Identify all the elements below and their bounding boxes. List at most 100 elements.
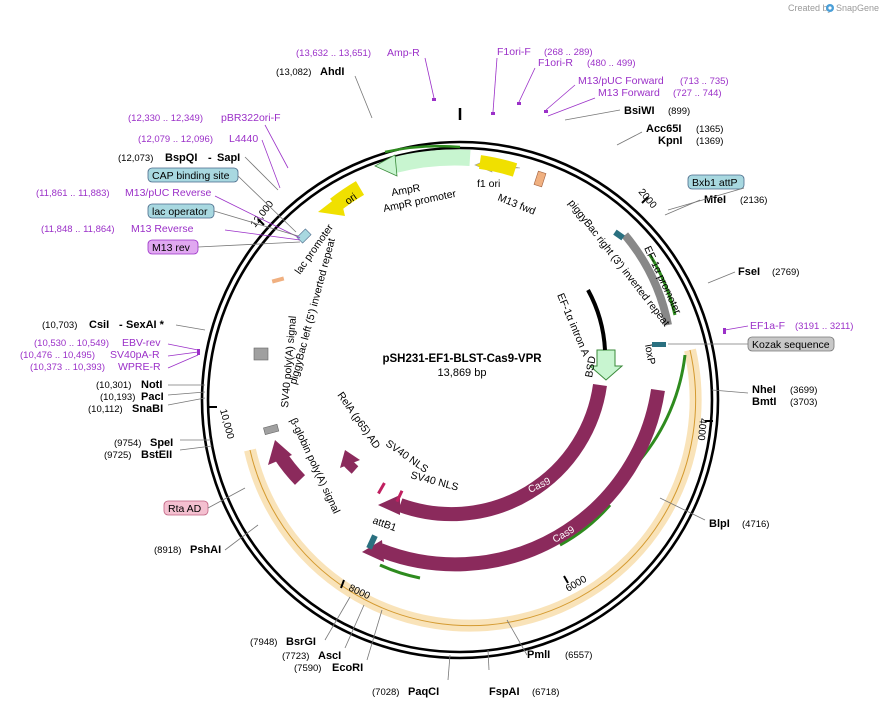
primer-pbr322: pBR322ori-F — [221, 112, 281, 124]
m13-fwd-marker — [533, 170, 547, 188]
backbone-outer-ring — [200, 140, 720, 660]
rta-ad-band — [244, 348, 702, 632]
sv40-nls-label-b: SV40 NLS — [409, 469, 459, 493]
site-pmli: PmlI — [527, 649, 550, 661]
f1-ori-arc — [478, 155, 518, 177]
primer-pos-wpre: (10,373 .. 10,393) — [30, 362, 105, 373]
site-fspai: FspAI — [489, 686, 520, 698]
site-bmti: BmtI — [752, 396, 776, 408]
site-ahdi: AhdI — [320, 66, 344, 78]
site-pos-paci: (10,193) — [100, 392, 135, 403]
site-pos-paqci: (7028) — [372, 687, 399, 698]
primer-leaders — [167, 57, 749, 369]
f1-ori-label: f1 ori — [477, 178, 500, 190]
site-bsiwi: BsiWI — [624, 105, 655, 117]
ampr-arrow-body — [393, 149, 471, 173]
bsd-label: BSD — [583, 355, 599, 379]
primer-pos-ampr: (13,632 .. 13,651) — [296, 48, 371, 59]
site-fsei: FseI — [738, 266, 760, 278]
plasmid-size: 13,869 bp — [438, 367, 487, 379]
primer-pos-m13puc-rev: (11,861 .. 11,883) — [36, 188, 110, 199]
lac-promoter-marker — [296, 228, 312, 244]
primer-ampr: Amp-R — [387, 47, 420, 59]
snapgene-brand: SnapGene — [836, 3, 879, 13]
rela-label: RelA (p65) AD — [335, 390, 383, 452]
site-noti: NotI — [141, 379, 162, 391]
primer-wpre: WPRE-R — [118, 361, 161, 373]
m13-fwd-label: M13 fwd — [496, 192, 537, 218]
promoter-arrow-seg1 — [379, 563, 421, 580]
site-pshai: PshAI — [190, 544, 221, 556]
ori-arrowhead — [318, 195, 345, 216]
primer-pos-sv40pa: (10,476 .. 10,495) — [20, 350, 95, 361]
box-bxb1-attp: Bxb1 attP — [692, 177, 738, 189]
bsd-arrow — [588, 349, 624, 381]
cas9-arc-inner — [397, 384, 607, 522]
site-pos-fsei: (2769) — [772, 267, 799, 278]
primer-f1ori-r: F1ori-R — [538, 57, 573, 69]
site-blpi: BlpI — [709, 518, 730, 530]
cas9-outer-arrowhead — [362, 540, 384, 562]
site-pos-acc65i: (1365) — [696, 124, 723, 135]
cas9-arc-outer — [377, 388, 665, 572]
box-m13-rev: M13 rev — [152, 242, 191, 254]
site-pos-asci: (7723) — [282, 651, 309, 662]
site-snabi: SnaBI — [132, 403, 163, 415]
site-ecori: EcoRI — [332, 662, 363, 674]
primer-pos-f1ori-f: (268 .. 289) — [544, 47, 593, 58]
box-rta-ad: Rta AD — [168, 503, 202, 515]
primer-ebv: EBV-rev — [122, 337, 161, 349]
kozak-marker — [652, 342, 666, 347]
primer-sv40pa: SV40pA-R — [110, 349, 160, 361]
tick-10000: 10,000 — [217, 408, 236, 441]
site-pos-bsrgi: (7948) — [250, 637, 277, 648]
sv40-nls-marker-a — [377, 482, 386, 495]
site-sapi: SapI — [217, 152, 240, 164]
boxed-labels: CAP binding site lac operator M13 rev Bx… — [147, 167, 835, 516]
primer-m13-fwd: M13 Forward — [598, 87, 660, 99]
primers: (13,632 .. 13,651) Amp-R F1ori-F (268 ..… — [20, 46, 853, 373]
site-bsteii: BstEII — [141, 449, 172, 461]
created-by-text: Created by — [788, 3, 833, 13]
site-spei: SpeI — [150, 437, 173, 449]
site-pos-ecori: (7590) — [294, 663, 321, 674]
site-sapi-prefix: - — [208, 152, 212, 164]
sv40-nls-label-a: SV40 NLS — [383, 438, 430, 476]
site-paci: PacI — [141, 391, 164, 403]
pb-right-marker — [613, 229, 625, 241]
site-pos-kpni: (1369) — [696, 136, 723, 147]
cas9-inner-arrowhead — [378, 495, 400, 515]
site-nhei: NheI — [752, 384, 776, 396]
site-paqci: PaqCI — [408, 686, 439, 698]
site-leaders — [167, 75, 749, 681]
primer-pos-ebv: (10,530 .. 10,549) — [34, 338, 109, 349]
site-pos-snabi: (10,112) — [88, 404, 123, 415]
loxp-label: loxP — [642, 343, 657, 365]
site-csii: CsiI — [89, 319, 109, 331]
ef1a-intron-arc — [586, 289, 607, 351]
site-pos-noti: (10,301) — [96, 380, 131, 391]
rela-arrowhead — [268, 440, 292, 465]
sv40-nls-marker-b — [395, 490, 404, 503]
primer-ef1a-f: EF1a-F — [750, 320, 785, 332]
site-pos-pmli: (6557) — [565, 650, 592, 661]
rela-ad-arrowhead — [340, 450, 360, 468]
site-kpni: KpnI — [658, 135, 682, 147]
attb1-marker — [366, 534, 378, 550]
site-bspqi: BspQI — [165, 152, 197, 164]
site-pos-csii: (10,703) — [42, 320, 77, 331]
site-pos-bspqi: (12,073) — [118, 153, 153, 164]
site-pos-mfei: (2136) — [740, 195, 767, 206]
primer-pos-m13-fwd: (727 .. 744) — [673, 88, 722, 99]
ef1a-intron-label: EF-1α intron A — [554, 291, 591, 358]
site-pos-blpi: (4716) — [742, 519, 769, 530]
primer-pos-l4440: (12,079 .. 12,096) — [138, 134, 213, 145]
box-lac-operator: lac operator — [152, 206, 208, 218]
sv40-polya-marker — [253, 347, 269, 361]
pb-left-marker — [271, 276, 285, 284]
ori-label: ori — [343, 191, 359, 208]
site-asci: AscI — [318, 650, 341, 662]
site-pos-bsteii: (9725) — [104, 450, 131, 461]
primer-pos-f1ori-r: (480 .. 499) — [587, 58, 636, 69]
